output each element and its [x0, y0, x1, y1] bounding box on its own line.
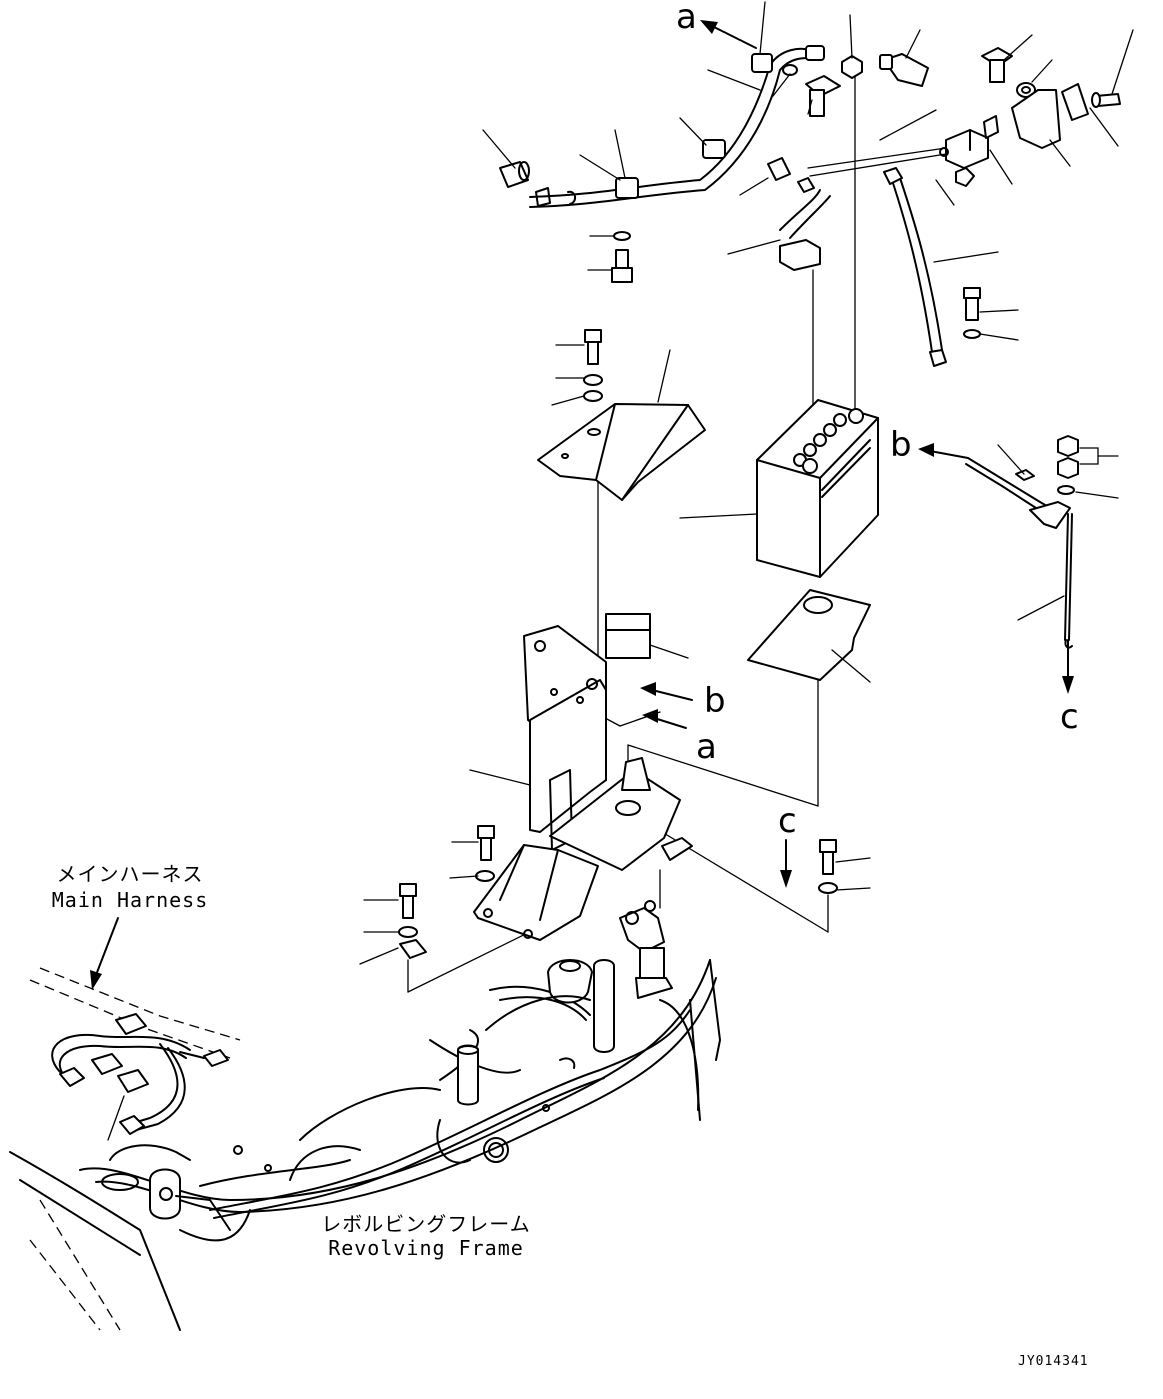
battery-relay [939, 115, 999, 169]
arrow-icon-a-bracket [642, 709, 687, 729]
battery-relay-frame [619, 900, 673, 999]
battery-tray [469, 625, 693, 871]
bolt-washer-right [963, 287, 981, 339]
battery-terminals [793, 408, 864, 474]
label-a-bracket: a [696, 727, 717, 767]
revolving-frame-caption-en: Revolving Frame [328, 1236, 524, 1260]
clip-bolt-left [611, 231, 633, 283]
label-b-bracket: b [704, 681, 726, 721]
revolving-frame [9, 959, 721, 1331]
main-harness-caption-jp: メインハーネス [56, 862, 204, 886]
battery-cover [537, 403, 706, 501]
tray-support [473, 844, 599, 941]
main-harness-caption-en: Main Harness [51, 888, 209, 912]
main-harness [29, 967, 241, 1141]
positive-cable-assembly [529, 45, 825, 208]
battery-hold-bracket [965, 435, 1119, 649]
label-c-bracket: c [778, 801, 797, 841]
drawing-code: JY014341 [1018, 1354, 1089, 1369]
arrow-icon-a-top [700, 20, 757, 49]
arrow-icon-c-right [1062, 639, 1074, 694]
label-a-top: a [676, 0, 697, 37]
arrow-icon-main-harness [90, 917, 119, 990]
ground-cable [767, 157, 831, 271]
battery-sheet [747, 589, 871, 683]
frame-wiring [179, 1009, 691, 1242]
negative-cable [883, 167, 975, 367]
top-small-parts [782, 47, 1121, 149]
tray-bolts-right [818, 839, 871, 894]
arrow-icon-c-bracket [780, 839, 792, 888]
revolving-frame-caption-jp: レボルビングフレーム [321, 1212, 531, 1236]
label-b-right: b [890, 425, 912, 465]
battery-icon [679, 399, 879, 578]
label-c-right: c [1060, 697, 1079, 737]
terminal-cap [499, 161, 530, 188]
arrow-icon-b-bracket [640, 682, 693, 701]
cover-bolts [551, 329, 671, 406]
arrow-icon-b-right [918, 443, 969, 459]
tray-bolts-left [359, 825, 495, 965]
cushion-pad [605, 613, 689, 659]
leader-lines-top [482, 1, 1134, 341]
